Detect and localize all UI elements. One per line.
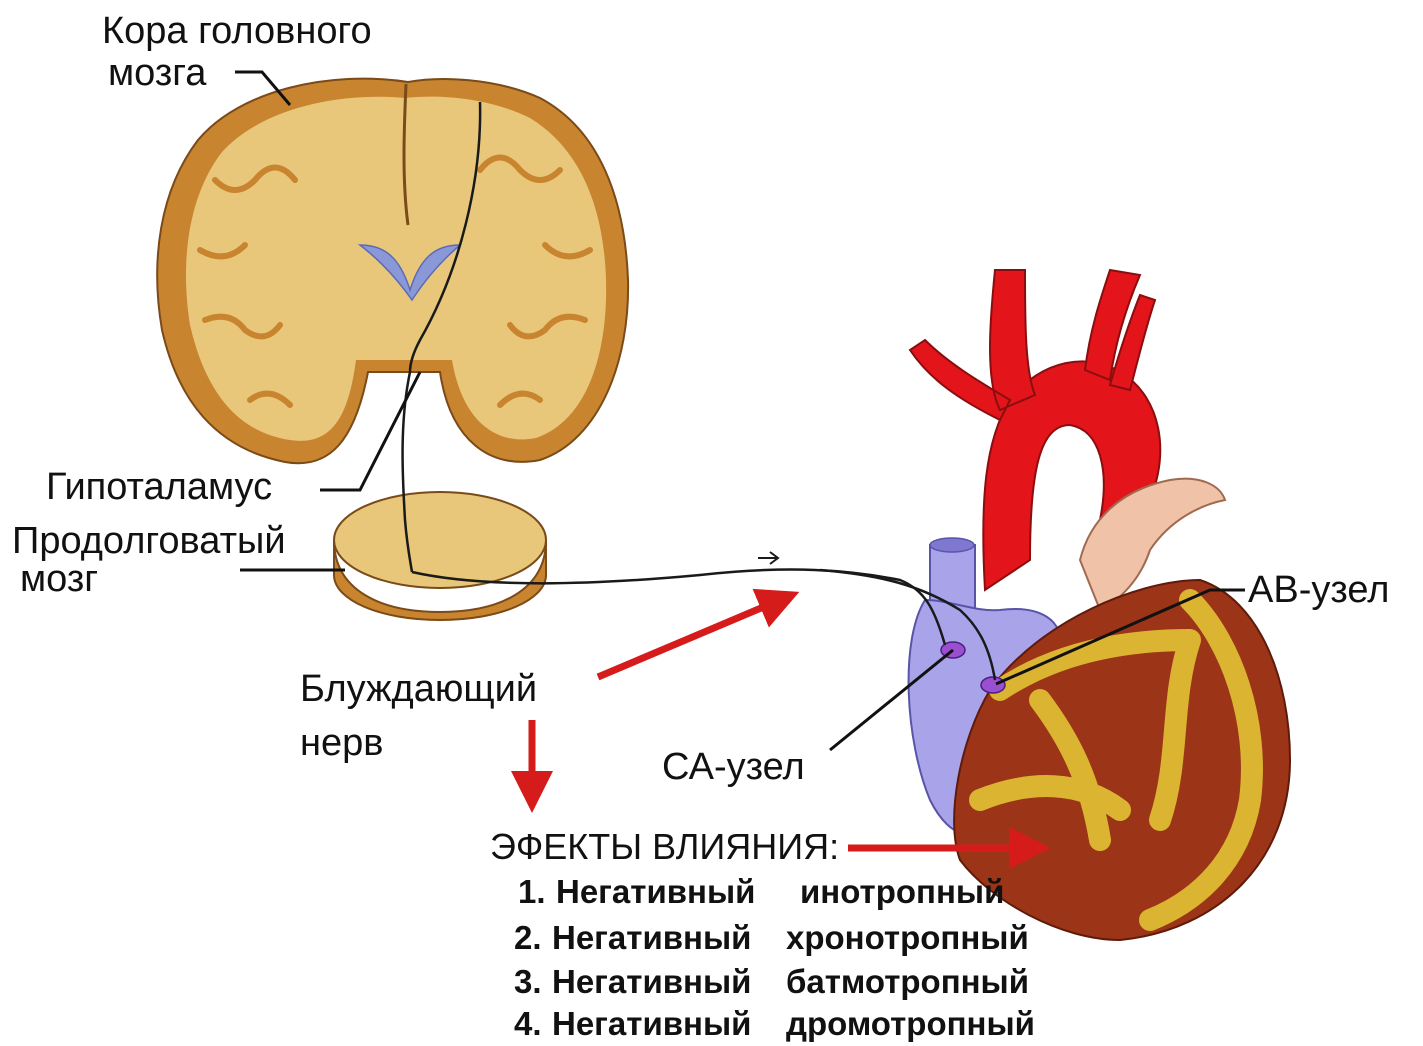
effect-type: хронотропный bbox=[786, 920, 1029, 956]
vagus-to-heart-arrow bbox=[598, 600, 780, 677]
cortex-label-line2: мозга bbox=[108, 52, 206, 94]
effect-word: Негативный bbox=[556, 874, 755, 910]
heart bbox=[909, 270, 1290, 940]
effect-type: дромотропный bbox=[786, 1006, 1035, 1042]
effect-word: Негативный bbox=[552, 964, 751, 1000]
hypothalamus-label: Гипоталамус bbox=[46, 466, 272, 508]
vagus-direction-arrow bbox=[758, 552, 778, 564]
effect-number: 4. bbox=[514, 1006, 542, 1042]
vagus-label-line2: нерв bbox=[300, 722, 383, 764]
effect-number: 2. bbox=[514, 920, 542, 956]
medulla-label-line1: Продолговатый bbox=[12, 520, 286, 562]
effect-type: инотропный bbox=[800, 874, 1004, 910]
effect-word: Негативный bbox=[552, 920, 751, 956]
medulla-section bbox=[334, 492, 546, 620]
effect-number: 1. bbox=[518, 874, 546, 910]
vagus-label-line1: Блуждающий bbox=[300, 668, 537, 710]
av-node bbox=[981, 677, 1005, 693]
medulla-top bbox=[334, 492, 546, 588]
sa-node-label: СА-узел bbox=[662, 746, 805, 788]
effect-word: Негативный bbox=[552, 1006, 751, 1042]
medulla-label-line2: мозг bbox=[20, 558, 98, 600]
effects-title: ЭФЕКТЫ ВЛИЯНИЯ: bbox=[490, 826, 839, 868]
brain-section bbox=[157, 79, 628, 464]
av-node-label: АВ-узел bbox=[1248, 569, 1389, 611]
effect-number: 3. bbox=[514, 964, 542, 1000]
vena-cava-opening bbox=[930, 538, 974, 552]
cortex-label-line1: Кора головного bbox=[102, 10, 372, 52]
effect-type: батмотропный bbox=[786, 964, 1029, 1000]
